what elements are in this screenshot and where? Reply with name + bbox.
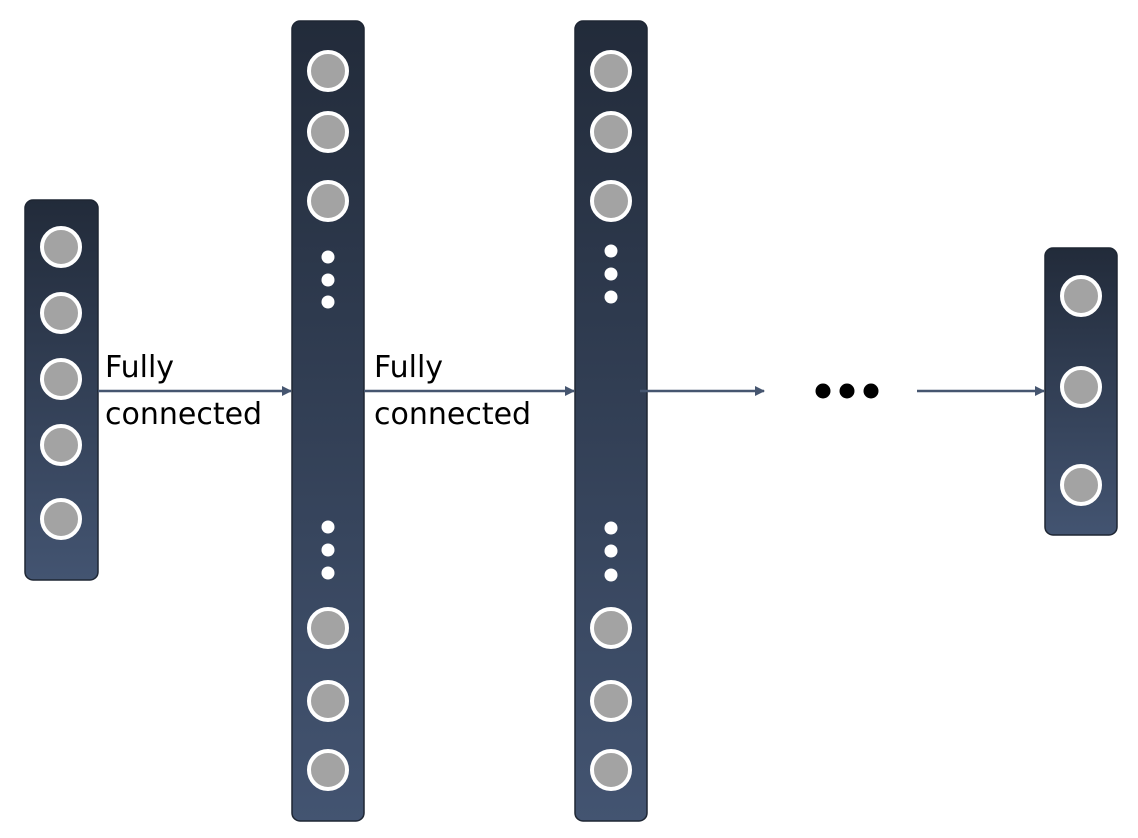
neuron [590, 680, 632, 722]
neuron [590, 111, 632, 153]
connection-label-1: Fully connected [105, 350, 262, 432]
layer-hidden-2-neurons [590, 50, 632, 791]
connection-label-2-line2: connected [374, 397, 531, 432]
neuron [307, 111, 349, 153]
connection-label-1-line2: connected [105, 397, 262, 432]
layer-input-neurons [40, 226, 82, 540]
neuron [307, 50, 349, 92]
neuron [590, 180, 632, 222]
layer-output [1044, 247, 1118, 536]
neuron [1060, 366, 1102, 408]
neuron [40, 498, 82, 540]
neuron [590, 749, 632, 791]
layer-hidden-1 [291, 20, 365, 822]
vertical-ellipsis-icon [321, 520, 335, 580]
neuron [307, 180, 349, 222]
layer-output-neurons [1060, 275, 1102, 506]
neuron [590, 607, 632, 649]
horizontal-ellipsis-icon [815, 383, 879, 399]
neuron [40, 424, 82, 466]
connection-label-2-line1: Fully [374, 350, 443, 385]
neuron [307, 607, 349, 649]
neuron [307, 749, 349, 791]
vertical-ellipsis-icon [321, 250, 335, 309]
layer-input [24, 199, 99, 581]
neuron [1060, 275, 1102, 317]
vertical-ellipsis-icon [604, 244, 618, 304]
neuron [307, 680, 349, 722]
vertical-ellipsis-icon [604, 521, 618, 582]
neuron [590, 50, 632, 92]
neuron [40, 226, 82, 268]
neuron [40, 292, 82, 334]
neuron [40, 358, 82, 400]
connection-label-1-line1: Fully [105, 350, 174, 385]
neuron [1060, 464, 1102, 506]
connection-label-2: Fully connected [374, 350, 531, 432]
layer-hidden-2 [574, 20, 648, 822]
layer-hidden-1-neurons [307, 50, 349, 791]
